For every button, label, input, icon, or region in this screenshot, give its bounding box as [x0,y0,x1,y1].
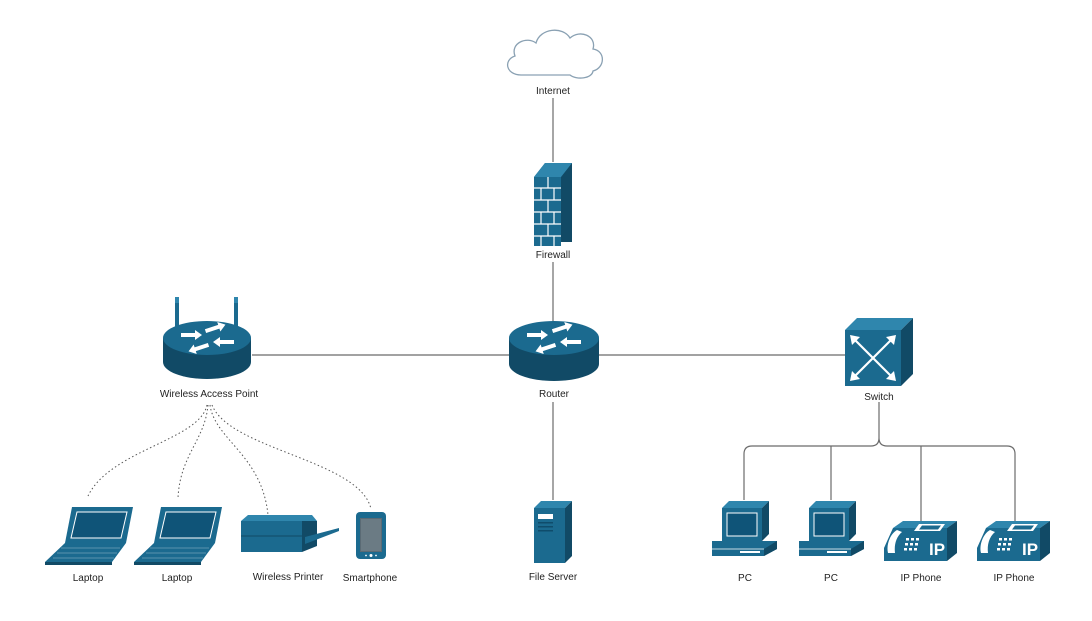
node-pc1[interactable]: PC [712,501,777,584]
wireless-link-laptop1 [87,404,208,497]
node-internet[interactable]: Internet [507,29,604,97]
node-smartphone[interactable]: Smartphone [343,512,398,584]
wireless-link-printer [209,404,269,516]
connections [87,98,1016,525]
node-phone2[interactable]: IP IP Phone [977,521,1050,584]
node-switch[interactable]: Switch [845,318,913,403]
node-label: Internet [536,86,570,97]
node-fileserver[interactable]: File Server [529,501,578,583]
node-label: IP Phone [901,573,942,584]
node-label: Switch [864,392,893,403]
node-router[interactable]: Router [509,320,599,400]
node-label: PC [738,573,752,584]
node-printer[interactable]: Wireless Printer [241,515,339,583]
link-switch-bus [743,402,1016,525]
node-label: Laptop [73,573,104,584]
phone-badge: IP [1022,540,1038,559]
router-icon [509,321,599,381]
ip-phone-icon: IP [977,521,1050,561]
desktop-pc-icon [799,501,864,556]
node-label: Firewall [536,250,570,261]
node-label: File Server [529,572,578,583]
node-laptop1[interactable]: Laptop [45,507,133,584]
smartphone-icon [356,512,386,559]
desktop-pc-icon [712,501,777,556]
node-label: IP Phone [994,573,1035,584]
laptop-icon [45,507,133,565]
node-label: Wireless Access Point [160,389,259,400]
node-label: PC [824,573,838,584]
node-label: Router [539,389,570,400]
wireless-link-smartphone [211,404,372,510]
node-label: Laptop [162,573,193,584]
phone-badge: IP [929,540,945,559]
switch-icon [845,318,913,386]
server-icon [534,501,572,563]
node-pc2[interactable]: PC [799,501,864,584]
node-wap[interactable]: Wireless Access Point [160,297,259,400]
wireless-router-icon [163,297,251,379]
node-label: Smartphone [343,573,398,584]
ip-phone-icon: IP [884,521,957,561]
laptop-icon [134,507,222,565]
node-label: Wireless Printer [253,572,324,583]
node-phone1[interactable]: IP IP Phone [884,521,957,584]
node-firewall[interactable]: Firewall [534,163,572,261]
wireless-link-laptop2 [177,404,209,499]
cloud-icon [507,29,604,79]
printer-icon [241,515,339,552]
node-laptop2[interactable]: Laptop [134,507,222,584]
firewall-icon [534,163,572,246]
